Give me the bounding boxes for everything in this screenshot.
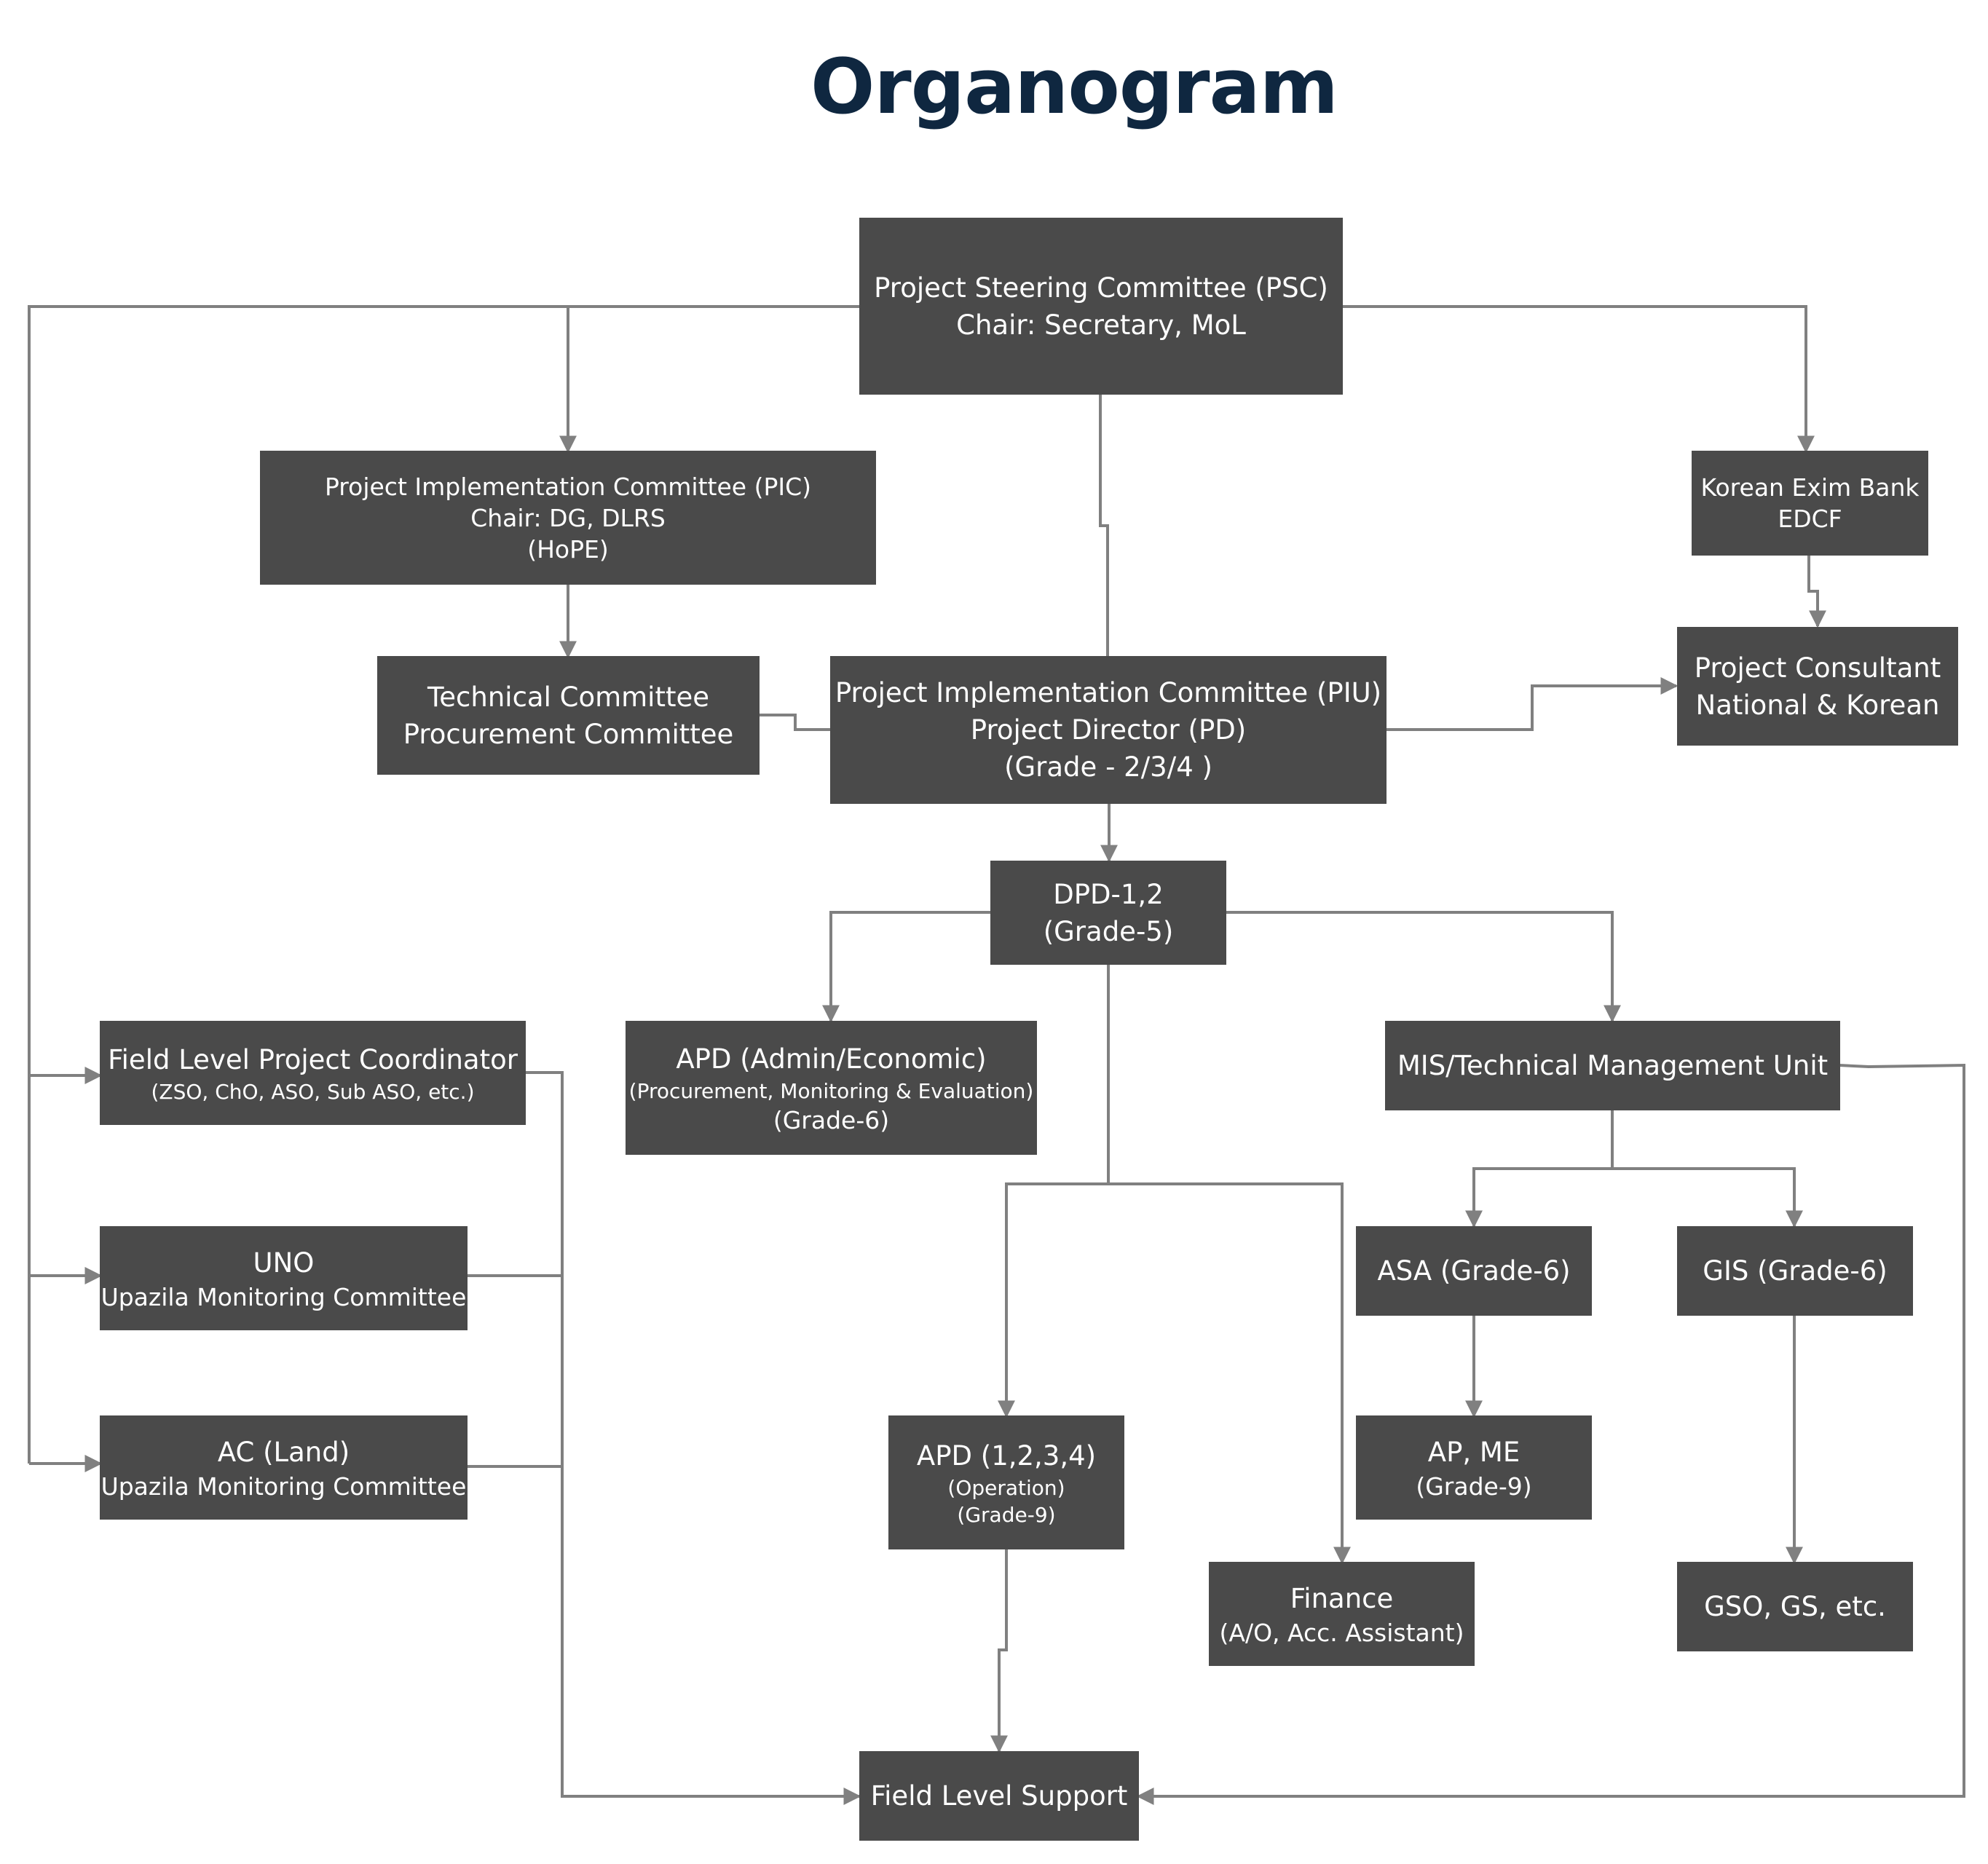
node-psc-line2: Chair: Secretary, MoL <box>956 309 1246 341</box>
edge-psc-left-trunk <box>28 305 861 1464</box>
edge-mis-fieldsupport <box>1136 1063 1965 1805</box>
node-piu-line3: (Grade - 2/3/4 ) <box>1004 751 1212 783</box>
node-mis-line1: MIS/Technical Management Unit <box>1397 1050 1829 1081</box>
node-mis: MIS/Technical Management Unit <box>1385 1021 1840 1110</box>
node-dpd-line2: (Grade-5) <box>1043 915 1174 947</box>
node-apd-op: APD (1,2,3,4) (Operation) (Grade-9) <box>888 1415 1124 1549</box>
node-psc-line1: Project Steering Committee (PSC) <box>874 272 1328 304</box>
edge-dpd-mis <box>1226 911 1621 1023</box>
diagram-title: Organogram <box>810 42 1338 131</box>
node-dpd-line1: DPD-1,2 <box>1053 878 1164 910</box>
edge-psc-exim <box>1341 305 1815 454</box>
edge-apdop-fieldsupport <box>990 1549 1008 1753</box>
node-apd-admin-line1: APD (Admin/Economic) <box>676 1043 987 1075</box>
node-apd-op-line3: (Grade-9) <box>957 1502 1056 1527</box>
node-apd-admin-line3: (Grade-6) <box>773 1105 890 1134</box>
node-psc: Project Steering Committee (PSC) Chair: … <box>859 218 1343 395</box>
node-field-coord-line1: Field Level Project Coordinator <box>108 1043 518 1075</box>
node-ac-land-line2: (Upazila Monitoring Committee) <box>91 1472 476 1501</box>
node-finance: Finance (A/O, Acc. Assistant) <box>1209 1562 1475 1666</box>
node-tech-line1: Technical Committee <box>427 681 710 713</box>
node-asa: ASA (Grade-6) <box>1356 1226 1592 1316</box>
node-exim-line2: EDCF <box>1778 505 1842 533</box>
node-consultant-line1: Project Consultant <box>1694 652 1941 684</box>
edge-mis-gis <box>1612 1167 1803 1228</box>
node-dpd: DPD-1,2 (Grade-5) <box>990 861 1226 965</box>
node-apd-op-line1: APD (1,2,3,4) <box>916 1440 1097 1472</box>
node-exim: Korean Exim Bank EDCF <box>1692 451 1928 556</box>
node-uno: UNO (Upazila Monitoring Committee) <box>92 1226 476 1330</box>
node-tech: Technical Committee Procurement Committe… <box>377 656 760 775</box>
node-gis-line1: GIS (Grade-6) <box>1703 1255 1888 1287</box>
node-consultant: Project Consultant National & Korean <box>1677 627 1958 746</box>
node-tech-line2: Procurement Committee <box>403 718 734 750</box>
node-field-support: Field Level Support <box>859 1751 1139 1841</box>
node-apd-op-line2: (Operation) <box>947 1475 1065 1500</box>
node-gis: GIS (Grade-6) <box>1677 1226 1913 1316</box>
node-ap-me-line1: AP, ME <box>1427 1436 1520 1468</box>
node-finance-line2: (A/O, Acc. Assistant) <box>1219 1618 1464 1647</box>
edge-tech-piu <box>760 714 830 731</box>
edge-piu-consultant <box>1387 677 1679 731</box>
node-ac-land-line1: AC (Land) <box>217 1436 350 1468</box>
edge-dpd-apd-op <box>998 1182 1108 1418</box>
edge-dpd-apd-admin <box>822 911 990 1023</box>
node-ac-land: AC (Land) (Upazila Monitoring Committee) <box>92 1415 476 1520</box>
node-gso-line1: GSO, GS, etc. <box>1704 1591 1886 1622</box>
node-field-support-line1: Field Level Support <box>870 1780 1128 1812</box>
edge-fieldcoord-bus <box>526 1071 861 1805</box>
node-pic-line1: Project Implementation Committee (PIC) <box>324 472 811 501</box>
node-uno-line1: UNO <box>253 1247 315 1279</box>
edge-mis-asa <box>1465 1167 1612 1228</box>
node-piu-line2: Project Director (PD) <box>970 714 1247 746</box>
node-apd-admin-line2: (Procurement, Monitoring & Evaluation) <box>628 1078 1034 1103</box>
node-pic-line2: Chair: DG, DLRS <box>470 503 666 532</box>
node-finance-line1: Finance <box>1290 1582 1394 1614</box>
node-field-coord: Field Level Project Coordinator (ZSO, Ch… <box>100 1021 526 1125</box>
node-piu-line1: Project Implementation Committee (PIU) <box>835 677 1382 708</box>
node-consultant-line2: National & Korean <box>1695 689 1940 721</box>
node-pic: Project Implementation Committee (PIC) C… <box>260 451 876 585</box>
node-gso: GSO, GS, etc. <box>1677 1562 1913 1651</box>
node-ap-me: AP, ME (Grade-9) <box>1356 1415 1592 1520</box>
node-piu: Project Implementation Committee (PIU) P… <box>830 656 1387 804</box>
node-field-coord-line2: (ZSO, ChO, ASO, Sub ASO, etc.) <box>151 1079 475 1104</box>
node-pic-line3: (HoPE) <box>527 534 609 564</box>
edge-exim-consultant <box>1807 556 1826 628</box>
node-asa-line1: ASA (Grade-6) <box>1377 1255 1571 1287</box>
edge-psc-piu <box>1099 395 1109 657</box>
node-ap-me-line2: (Grade-9) <box>1416 1472 1532 1501</box>
node-apd-admin: APD (Admin/Economic) (Procurement, Monit… <box>626 1021 1037 1155</box>
node-uno-line2: (Upazila Monitoring Committee) <box>91 1282 476 1311</box>
edge-dpd-finance <box>1108 1182 1351 1565</box>
node-exim-line1: Korean Exim Bank <box>1700 473 1920 502</box>
